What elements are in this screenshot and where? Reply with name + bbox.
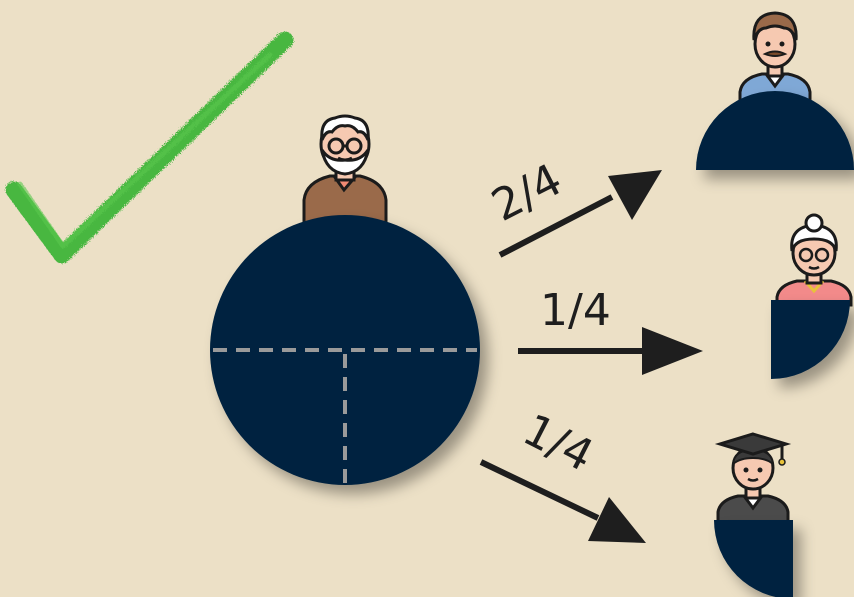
grandfather-icon bbox=[302, 114, 388, 229]
graduate-icon bbox=[714, 432, 792, 524]
share-label-bottom: 1/4 bbox=[515, 404, 601, 482]
arrow-bottom bbox=[479, 459, 646, 543]
source-pie bbox=[210, 215, 480, 485]
arrow-top bbox=[498, 170, 662, 258]
arrow-middle bbox=[518, 327, 703, 375]
share-label-top: 2/4 bbox=[484, 154, 570, 232]
grandmother-icon bbox=[775, 213, 853, 307]
share-label-middle: 1/4 bbox=[540, 285, 611, 336]
share-pie-top bbox=[696, 91, 854, 170]
share-pie-bottom bbox=[714, 520, 793, 597]
share-pie-middle bbox=[771, 300, 850, 379]
check-mark-icon bbox=[5, 31, 294, 264]
